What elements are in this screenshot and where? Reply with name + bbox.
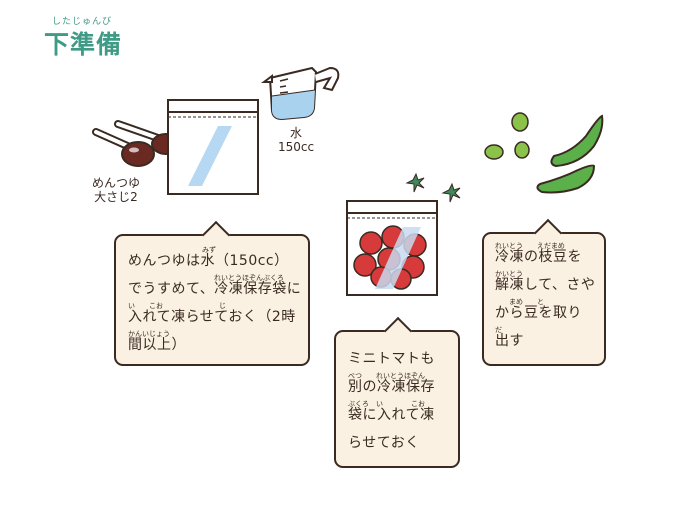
step3-bubble: れいとう えだまめ 冷凍の枝豆を かいとう 解凍して、さや まめ と から豆を取… xyxy=(482,218,606,366)
step3-line-3: まめ と から豆を取り xyxy=(495,298,582,321)
mentsuyu-label: めんつゆ 大さじ2 xyxy=(88,176,144,204)
step1-line-2: れいとうほぞんぶくろ でうすめて、冷凍保存袋に xyxy=(128,274,302,297)
measuring-spoon-icon xyxy=(92,120,181,167)
water-amount: 150cc xyxy=(277,140,315,154)
tomato-bag-icon xyxy=(346,200,438,296)
step2-line-3: ぶくろ い こお 袋に入れて凍 xyxy=(348,400,435,423)
step2-line-4: らせておく xyxy=(348,435,420,451)
freezer-bag-icon xyxy=(167,99,259,195)
step1-bubble: みず めんつゆは水（150cc） れいとうほぞんぶくろ でうすめて、冷凍保存袋に… xyxy=(114,220,310,366)
step3-line-1: れいとう えだまめ 冷凍の枝豆を xyxy=(495,242,582,265)
water-label: 水 150cc xyxy=(276,126,316,154)
step3-line-4: だ 出す xyxy=(495,326,524,349)
title-ruby: したじゅんび xyxy=(52,17,113,27)
step1-line-4: かんいじょう 間以上） xyxy=(128,330,186,353)
mentsuyu-name: めんつゆ xyxy=(91,176,140,190)
edamame-icon xyxy=(484,112,604,194)
step2-line-1: ミニトマトも xyxy=(348,351,435,367)
measuring-cup-icon xyxy=(261,66,340,121)
step2-line-2: べつ れいとうほぞん 別の冷凍保存 xyxy=(348,372,435,395)
step1-line-1: みず めんつゆは水（150cc） xyxy=(128,246,289,269)
page-title: 下準備 xyxy=(44,30,123,59)
tomato-stem-icon xyxy=(405,172,461,203)
water-name: 水 xyxy=(289,126,302,140)
mentsuyu-amount: 大さじ2 xyxy=(94,190,138,204)
step3-line-2: かいとう 解凍して、さや xyxy=(495,270,596,293)
step1-line-3: い こお じ 入れて凍らせておく（2時 xyxy=(128,302,296,325)
step2-bubble: ミニトマトも べつ れいとうほぞん 別の冷凍保存 ぶくろ い こお 袋に入れて凍… xyxy=(334,316,460,468)
